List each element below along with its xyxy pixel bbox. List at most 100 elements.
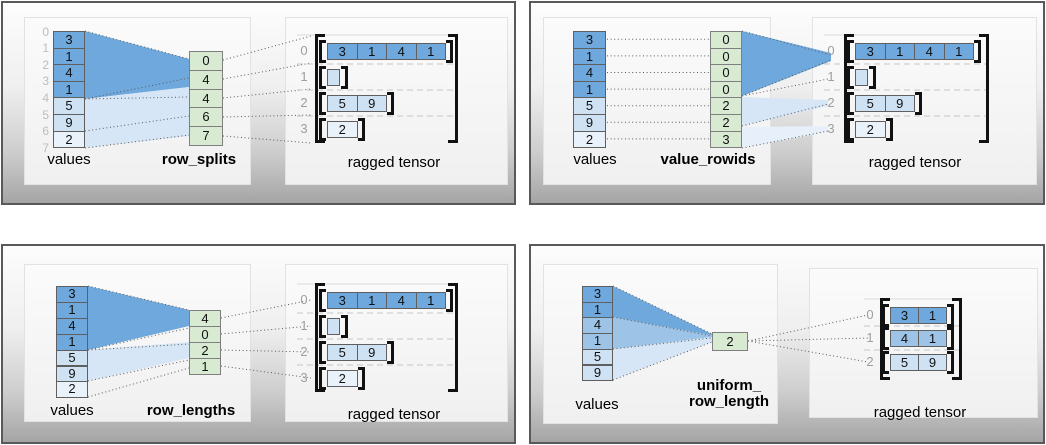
value-cell: 9 [53,114,85,132]
tensor-cell: 3 [890,306,919,324]
right-bracket [885,117,893,141]
value-cell: 2 [573,130,606,149]
method-cell: 0 [189,326,221,343]
outer-right-bracket [979,34,989,143]
outer-right-bracket [448,283,458,392]
outer-left-bracket [315,283,325,392]
method-cell: 4 [189,88,223,109]
tensor-cell: 3 [327,291,358,309]
value-index-label: 4 [42,90,49,105]
values-label: values [50,402,94,419]
value-cell: 9 [582,364,613,382]
left-bracket [319,314,326,338]
values-label: values [47,151,91,168]
value-cell: 4 [573,64,606,82]
tensor-row-label: 2 [300,95,308,110]
value-index-label: 1 [42,41,49,56]
tensor-cell: 5 [327,343,358,361]
value-cell: 1 [573,47,606,66]
tensor-row-label: 3 [300,121,308,136]
method-cell: 0 [710,47,742,66]
tensor-cell: 5 [890,353,919,371]
tensor-cell: 1 [415,42,446,60]
method-cell: 0 [710,64,742,82]
tensor-empty-cell [327,317,340,335]
method-label-line: row_splits [161,151,237,168]
method-cell: 2 [710,97,742,115]
left-bracket [319,117,326,141]
value-cell: 3 [56,286,88,303]
right-bracket [947,326,954,350]
value-cell: 2 [53,130,85,149]
left-bracket [319,39,326,63]
value-cell: 1 [56,301,88,319]
value-cell: 1 [56,333,88,351]
value-cell: 4 [53,64,85,82]
value-cell: 3 [53,31,85,49]
right-bracket [974,39,981,63]
value-cell: 5 [582,348,613,366]
method-cell: 7 [189,126,223,146]
value-cell: 9 [573,114,606,132]
method-cell: 4 [189,69,223,90]
quadrant-uniform-row-length: values uniform_row_length ragged tensor … [529,244,1045,444]
tensor-cell: 2 [855,120,886,138]
value-cell: 3 [582,286,613,303]
left-bracket [319,65,326,89]
value-cell: 1 [53,80,85,99]
tensor-row-label: 2 [300,344,308,359]
value-index-label: 7 [42,140,49,155]
method-cell: 6 [189,107,223,128]
right-bracket [947,350,954,374]
ragged-tensor-label: ragged tensor [347,154,441,171]
tensor-row-label: 1 [827,69,835,84]
value-cell: 5 [573,97,606,115]
tensor-cell: 5 [855,94,886,112]
value-index-label: 0 [42,24,49,39]
tensor-cell: 9 [356,94,387,112]
values-label: values [573,151,617,168]
value-cell: 1 [573,80,606,99]
tensor-cell: 2 [327,120,358,138]
right-bracket [446,39,453,63]
left-bracket [319,340,326,364]
left-bracket [847,39,854,63]
tensor-row-label: 2 [827,95,835,110]
tensor-cell: 4 [890,329,919,347]
right-bracket [357,366,365,390]
right-bracket [915,91,922,115]
tensor-empty-cell [855,68,868,86]
method-label-line: uniform_ [696,377,762,394]
value-cell: 1 [582,333,613,350]
value-index-label: 6 [42,124,49,139]
tensor-cell: 1 [918,329,947,347]
method-label-line: row_lengths [146,402,236,419]
value-cell: 2 [56,381,88,399]
left-bracket [319,91,326,115]
method-label-line: row_length [688,393,770,410]
right-bracket [869,65,876,89]
tensor-cell: 4 [914,42,945,60]
tensor-cell: 9 [884,94,915,112]
right-bracket [446,288,453,312]
value-index-label: 3 [42,74,49,89]
right-bracket [387,340,394,364]
ragged-tensor-label: ragged tensor [873,404,967,421]
tensor-cell: 5 [327,94,358,112]
method-cell: 2 [710,114,742,132]
method-cell: 1 [189,358,221,375]
tensor-row-label: 1 [866,330,874,345]
right-bracket [341,314,348,338]
tensor-row-label: 1 [300,318,308,333]
outer-right-bracket [448,34,458,143]
tensor-cell: 1 [356,42,387,60]
method-cell: 0 [189,51,223,71]
tensor-row-label: 3 [300,370,308,385]
tensor-row-label: 0 [300,292,308,307]
left-bracket [882,350,889,374]
value-cell: 1 [582,301,613,319]
